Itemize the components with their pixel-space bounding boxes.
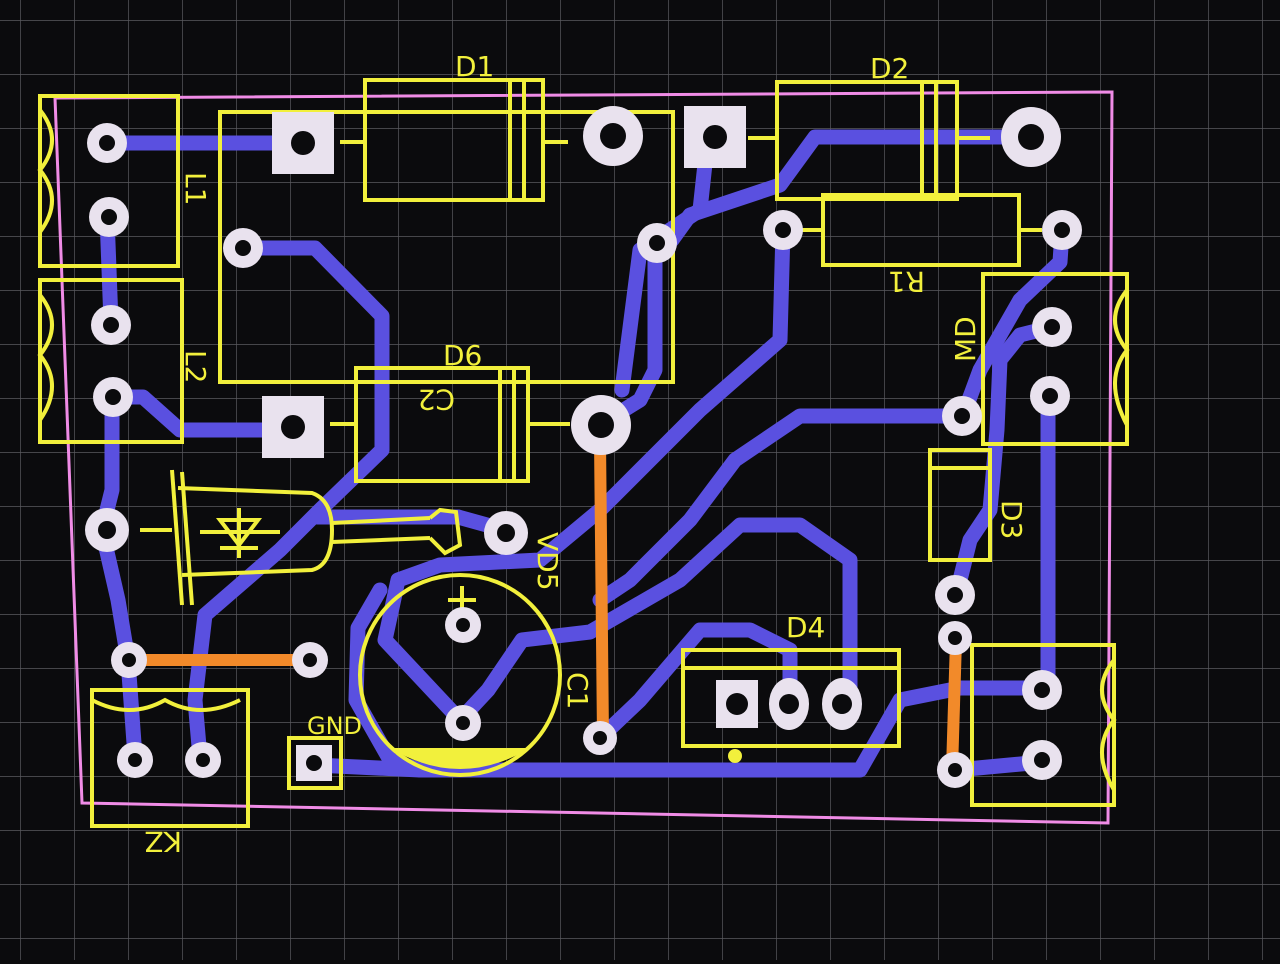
- label-md: MD: [949, 316, 982, 362]
- pad-drill: [1018, 124, 1044, 150]
- vd5-lead-end: [428, 507, 463, 556]
- l1-outline: [38, 94, 180, 268]
- md-outline: [981, 272, 1129, 446]
- d4-body: [681, 648, 901, 748]
- pad-drill: [588, 412, 614, 438]
- out-connector-outline: [970, 643, 1116, 807]
- pads: [85, 106, 1082, 788]
- trace: [592, 622, 798, 746]
- pad-drill: [291, 131, 315, 155]
- label-d1: D1: [455, 50, 494, 83]
- label-c2: C2: [418, 383, 455, 416]
- md-coil-mark: [1113, 288, 1130, 426]
- label-l2: L2: [179, 350, 212, 383]
- vd5-lead: [331, 516, 431, 525]
- label-vd5: VD5: [531, 532, 564, 591]
- label-l1: L1: [179, 172, 212, 205]
- label-d6: D6: [443, 339, 482, 372]
- trace: [307, 757, 428, 778]
- d2-body: [775, 80, 959, 201]
- trace: [377, 222, 791, 728]
- l2-outline: [38, 278, 184, 444]
- pad-drill: [306, 755, 322, 771]
- label-r1: R1: [888, 265, 925, 298]
- vd5-flange: [180, 471, 194, 606]
- pad-drill: [832, 694, 852, 714]
- board-outline: [53, 90, 1114, 825]
- pad-drill: [600, 123, 626, 149]
- c1-body: [358, 573, 562, 777]
- kz-outline: [90, 688, 250, 828]
- label-d2: D2: [870, 52, 909, 85]
- silkscreen-outlines: [37, 78, 1130, 828]
- label-kz: KZ: [144, 825, 182, 858]
- jumper-trace: [946, 634, 962, 776]
- out-connector-coil-mark: [1100, 658, 1117, 792]
- label-gnd: GND: [307, 712, 362, 740]
- gnd-outline: [287, 736, 343, 790]
- label-d3: D3: [995, 500, 1028, 539]
- jumper-trace: [594, 434, 609, 744]
- label-c1: C1: [561, 672, 594, 709]
- trace: [348, 388, 1056, 778]
- trace: [664, 129, 1029, 248]
- pad-drill: [281, 415, 305, 439]
- top-layer-traces: [123, 434, 962, 776]
- trace: [452, 517, 858, 728]
- pad-drill: [703, 125, 727, 149]
- vd5-flange: [170, 469, 184, 606]
- pad-drill: [779, 694, 799, 714]
- pad-drill: [726, 693, 748, 715]
- vd5-lead: [331, 536, 431, 544]
- label-d4: D4: [786, 611, 825, 644]
- kz-coil-mark: [91, 697, 241, 712]
- trace: [955, 224, 1070, 424]
- trace: [592, 408, 971, 608]
- c1-polarity-mark: [390, 748, 530, 769]
- trace: [952, 319, 1060, 588]
- l2-coil-mark: [37, 293, 54, 422]
- d4-pin1-dot: [728, 749, 742, 763]
- d3-body: [928, 448, 992, 562]
- vd5-body: [177, 486, 335, 577]
- l1-coil-mark: [37, 108, 54, 234]
- silkscreen-labels: D1 D2 D6 D4 GND L1 L2 VD5 D3 C1 MD R1 C2…: [144, 50, 1028, 858]
